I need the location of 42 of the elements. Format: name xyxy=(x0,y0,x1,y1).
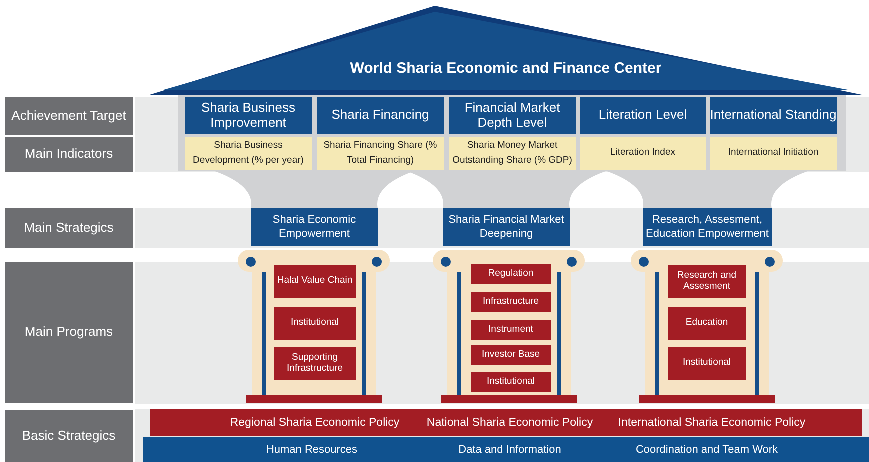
strategy-box: Research, Assesment, Education Empowerment xyxy=(643,208,772,246)
roof-title: World Sharia Economic and Finance Center xyxy=(349,60,663,77)
target-box: Financial Market Depth Level xyxy=(449,97,576,134)
program-box: Regulation xyxy=(471,264,551,284)
program-box: Instrument xyxy=(471,320,551,340)
roof-shape xyxy=(150,4,862,95)
program-box: Supporting Infrastructure xyxy=(274,347,356,380)
row-header: Basic Strategics xyxy=(5,410,133,462)
program-box: Halal Value Chain xyxy=(274,265,356,298)
column-drawing xyxy=(630,250,784,403)
foundation-text: Human Resources xyxy=(265,442,359,458)
indicator-box: Sharia Money Market Outstanding Share (% GDP) xyxy=(449,137,576,170)
indicator-box: Literation Index xyxy=(580,137,706,170)
program-box: Institutional xyxy=(471,372,551,392)
strategy-box: Sharia Financial Market Deepening xyxy=(443,208,570,246)
row-header: Achievement Target xyxy=(5,97,133,135)
policy-text: Regional Sharia Economic Policy xyxy=(229,416,401,430)
program-box: Institutional xyxy=(668,347,746,380)
policy-bar xyxy=(150,409,862,436)
policy-text: National Sharia Economic Policy xyxy=(426,416,594,430)
row-header: Main Strategics xyxy=(5,208,133,248)
foundation-text: Coordination and Team Work xyxy=(634,442,780,458)
column-drawing xyxy=(432,250,586,403)
foundation-bar xyxy=(143,437,869,462)
row-header: Main Indicators xyxy=(5,137,133,172)
program-box: Research and Assesment xyxy=(668,265,746,298)
row-header: Main Programs xyxy=(5,262,133,403)
indicator-box: International Initiation xyxy=(710,137,837,170)
indicator-box: Sharia Financing Share (% Total Financing) xyxy=(317,137,444,170)
program-box: Institutional xyxy=(274,307,356,340)
program-box: Investor Base xyxy=(471,345,551,365)
policy-text: International Sharia Economic Policy xyxy=(617,416,807,430)
program-box: Infrastructure xyxy=(471,292,551,312)
target-box: Sharia Financing xyxy=(317,97,444,134)
target-box: Literation Level xyxy=(580,97,706,134)
target-box: International Standing xyxy=(710,97,837,134)
indicator-box: Sharia Business Development (% per year) xyxy=(185,137,312,170)
program-box: Education xyxy=(668,307,746,340)
target-box: Sharia Business Improvement xyxy=(185,97,312,134)
foundation-text: Data and Information xyxy=(458,442,562,458)
strategy-box: Sharia Economic Empowerment xyxy=(251,208,378,246)
column-drawing xyxy=(238,250,390,403)
